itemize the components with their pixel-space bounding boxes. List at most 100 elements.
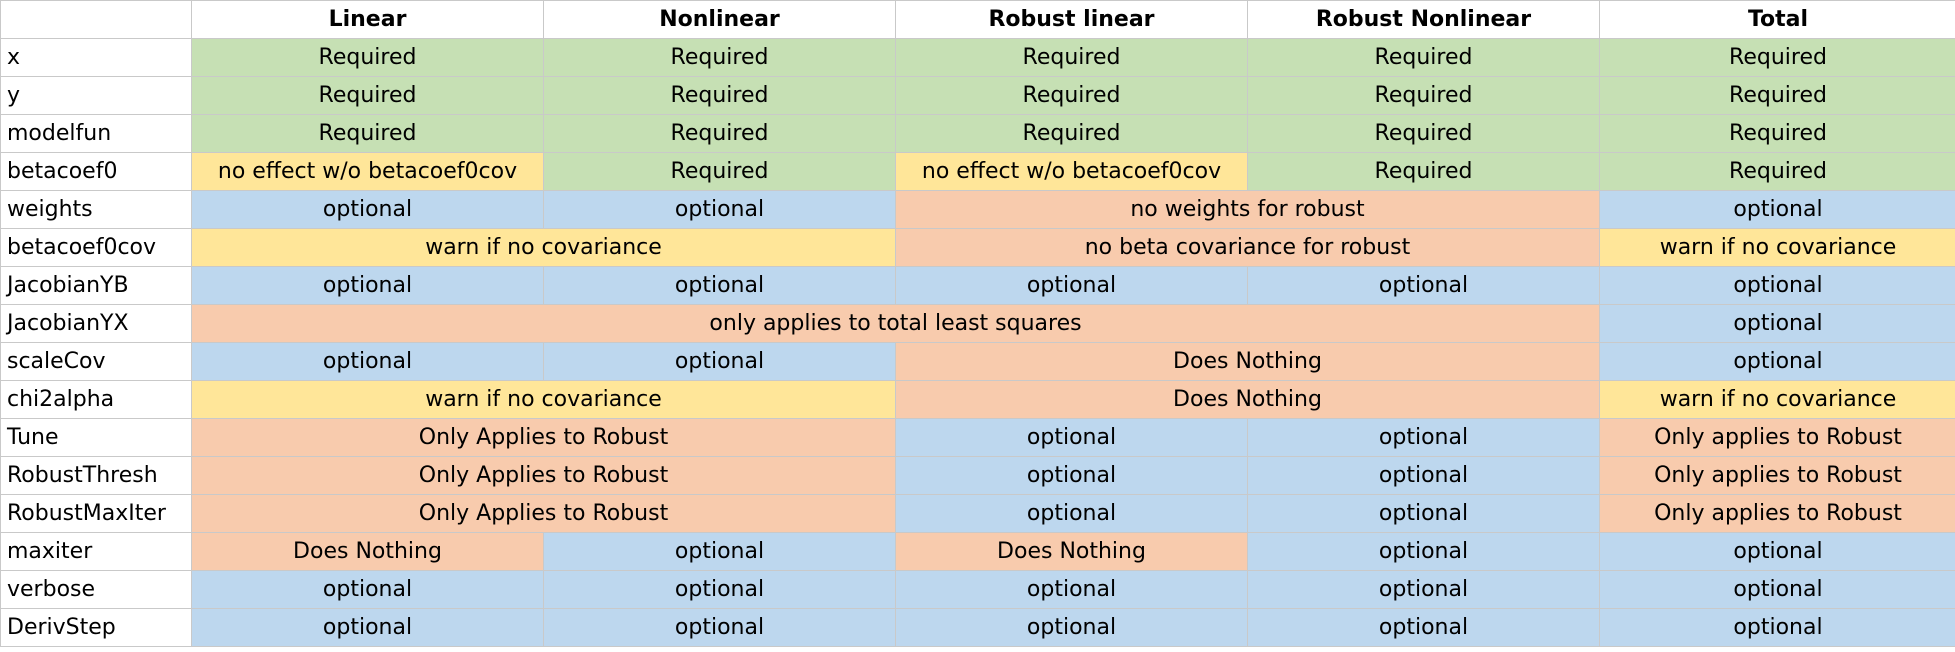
- cell-modelfun-robust-nonlinear[interactable]: Required: [1247, 114, 1600, 153]
- cell-jacobianyb-total[interactable]: optional: [1599, 266, 1955, 305]
- cell-jacobianyb-robust-nonlinear[interactable]: optional: [1247, 266, 1600, 305]
- cell-scalecov-total[interactable]: optional: [1599, 342, 1955, 381]
- cell-maxiter-total[interactable]: optional: [1599, 532, 1955, 571]
- column-header-robust-nonlinear[interactable]: Robust Nonlinear: [1247, 0, 1600, 39]
- cell-betacoef0-total[interactable]: Required: [1599, 152, 1955, 191]
- cell-jacobianyx-total[interactable]: optional: [1599, 304, 1955, 343]
- cell-betacoef0-robust-nonlinear[interactable]: Required: [1247, 152, 1600, 191]
- table-row: y Required Required Required Required Re…: [0, 76, 1955, 115]
- row-label-scalecov[interactable]: scaleCov: [0, 342, 192, 381]
- cell-betacoef0cov-standard[interactable]: warn if no covariance: [191, 228, 896, 267]
- table-row: maxiter Does Nothing optional Does Nothi…: [0, 532, 1955, 571]
- cell-x-linear[interactable]: Required: [191, 38, 544, 77]
- cell-x-total[interactable]: Required: [1599, 38, 1955, 77]
- row-label-betacoef0[interactable]: betacoef0: [0, 152, 192, 191]
- cell-robustthresh-standard[interactable]: Only Applies to Robust: [191, 456, 896, 495]
- column-header-total[interactable]: Total: [1599, 0, 1955, 39]
- cell-x-robust-nonlinear[interactable]: Required: [1247, 38, 1600, 77]
- cell-derivstep-total[interactable]: optional: [1599, 608, 1955, 647]
- table-row: Tune Only Applies to Robust optional opt…: [0, 418, 1955, 457]
- table-row: weights optional optional no weights for…: [0, 190, 1955, 229]
- table-row: betacoef0 no effect w/o betacoef0cov Req…: [0, 152, 1955, 191]
- cell-scalecov-nonlinear[interactable]: optional: [543, 342, 896, 381]
- cell-derivstep-robust-linear[interactable]: optional: [895, 608, 1248, 647]
- row-label-y[interactable]: y: [0, 76, 192, 115]
- cell-y-total[interactable]: Required: [1599, 76, 1955, 115]
- cell-verbose-total[interactable]: optional: [1599, 570, 1955, 609]
- cell-chi2alpha-robust[interactable]: Does Nothing: [895, 380, 1600, 419]
- cell-tune-robust-nonlinear[interactable]: optional: [1247, 418, 1600, 457]
- cell-jacobianyb-linear[interactable]: optional: [191, 266, 544, 305]
- row-label-robustmaxiter[interactable]: RobustMaxIter: [0, 494, 192, 533]
- cell-tune-total[interactable]: Only applies to Robust: [1599, 418, 1955, 457]
- cell-betacoef0cov-total[interactable]: warn if no covariance: [1599, 228, 1955, 267]
- cell-betacoef0-nonlinear[interactable]: Required: [543, 152, 896, 191]
- cell-modelfun-linear[interactable]: Required: [191, 114, 544, 153]
- cell-verbose-robust-nonlinear[interactable]: optional: [1247, 570, 1600, 609]
- cell-modelfun-robust-linear[interactable]: Required: [895, 114, 1248, 153]
- cell-robustthresh-robust-nonlinear[interactable]: optional: [1247, 456, 1600, 495]
- cell-maxiter-linear[interactable]: Does Nothing: [191, 532, 544, 571]
- cell-y-nonlinear[interactable]: Required: [543, 76, 896, 115]
- cell-jacobianyx-non-total[interactable]: only applies to total least squares: [191, 304, 1600, 343]
- row-label-maxiter[interactable]: maxiter: [0, 532, 192, 571]
- cell-verbose-linear[interactable]: optional: [191, 570, 544, 609]
- table-row: RobustMaxIter Only Applies to Robust opt…: [0, 494, 1955, 533]
- cell-derivstep-nonlinear[interactable]: optional: [543, 608, 896, 647]
- table-row: JacobianYX only applies to total least s…: [0, 304, 1955, 343]
- row-label-weights[interactable]: weights: [0, 190, 192, 229]
- cell-robustmaxiter-standard[interactable]: Only Applies to Robust: [191, 494, 896, 533]
- cell-y-robust-linear[interactable]: Required: [895, 76, 1248, 115]
- cell-robustthresh-total[interactable]: Only applies to Robust: [1599, 456, 1955, 495]
- cell-x-nonlinear[interactable]: Required: [543, 38, 896, 77]
- cell-weights-robust[interactable]: no weights for robust: [895, 190, 1600, 229]
- row-label-chi2alpha[interactable]: chi2alpha: [0, 380, 192, 419]
- cell-betacoef0-robust-linear[interactable]: no effect w/o betacoef0cov: [895, 152, 1248, 191]
- cell-robustmaxiter-robust-nonlinear[interactable]: optional: [1247, 494, 1600, 533]
- cell-modelfun-nonlinear[interactable]: Required: [543, 114, 896, 153]
- cell-tune-robust-linear[interactable]: optional: [895, 418, 1248, 457]
- row-label-robustthresh[interactable]: RobustThresh: [0, 456, 192, 495]
- cell-scalecov-robust[interactable]: Does Nothing: [895, 342, 1600, 381]
- cell-scalecov-linear[interactable]: optional: [191, 342, 544, 381]
- cell-weights-nonlinear[interactable]: optional: [543, 190, 896, 229]
- cell-tune-standard[interactable]: Only Applies to Robust: [191, 418, 896, 457]
- table-row: RobustThresh Only Applies to Robust opti…: [0, 456, 1955, 495]
- column-header-nonlinear[interactable]: Nonlinear: [543, 0, 896, 39]
- column-header-linear[interactable]: Linear: [191, 0, 544, 39]
- row-label-verbose[interactable]: verbose: [0, 570, 192, 609]
- cell-verbose-nonlinear[interactable]: optional: [543, 570, 896, 609]
- cell-y-linear[interactable]: Required: [191, 76, 544, 115]
- cell-maxiter-robust-linear[interactable]: Does Nothing: [895, 532, 1248, 571]
- row-label-jacobianyb[interactable]: JacobianYB: [0, 266, 192, 305]
- row-label-derivstep[interactable]: DerivStep: [0, 608, 192, 647]
- cell-derivstep-linear[interactable]: optional: [191, 608, 544, 647]
- cell-weights-linear[interactable]: optional: [191, 190, 544, 229]
- cell-robustmaxiter-robust-linear[interactable]: optional: [895, 494, 1248, 533]
- cell-y-robust-nonlinear[interactable]: Required: [1247, 76, 1600, 115]
- cell-betacoef0-linear[interactable]: no effect w/o betacoef0cov: [191, 152, 544, 191]
- row-label-jacobianyx[interactable]: JacobianYX: [0, 304, 192, 343]
- cell-robustmaxiter-total[interactable]: Only applies to Robust: [1599, 494, 1955, 533]
- cell-modelfun-total[interactable]: Required: [1599, 114, 1955, 153]
- column-header-robust-linear[interactable]: Robust linear: [895, 0, 1248, 39]
- table-row: modelfun Required Required Required Requ…: [0, 114, 1955, 153]
- table-row: verbose optional optional optional optio…: [0, 570, 1955, 609]
- table-row: x Required Required Required Required Re…: [0, 38, 1955, 77]
- cell-derivstep-robust-nonlinear[interactable]: optional: [1247, 608, 1600, 647]
- row-label-betacoef0cov[interactable]: betacoef0cov: [0, 228, 192, 267]
- cell-jacobianyb-robust-linear[interactable]: optional: [895, 266, 1248, 305]
- row-label-tune[interactable]: Tune: [0, 418, 192, 457]
- cell-verbose-robust-linear[interactable]: optional: [895, 570, 1248, 609]
- row-label-x[interactable]: x: [0, 38, 192, 77]
- cell-weights-total[interactable]: optional: [1599, 190, 1955, 229]
- row-label-modelfun[interactable]: modelfun: [0, 114, 192, 153]
- cell-robustthresh-robust-linear[interactable]: optional: [895, 456, 1248, 495]
- cell-jacobianyb-nonlinear[interactable]: optional: [543, 266, 896, 305]
- cell-chi2alpha-total[interactable]: warn if no covariance: [1599, 380, 1955, 419]
- cell-maxiter-nonlinear[interactable]: optional: [543, 532, 896, 571]
- cell-maxiter-robust-nonlinear[interactable]: optional: [1247, 532, 1600, 571]
- cell-betacoef0cov-robust[interactable]: no beta covariance for robust: [895, 228, 1600, 267]
- cell-x-robust-linear[interactable]: Required: [895, 38, 1248, 77]
- cell-chi2alpha-standard[interactable]: warn if no covariance: [191, 380, 896, 419]
